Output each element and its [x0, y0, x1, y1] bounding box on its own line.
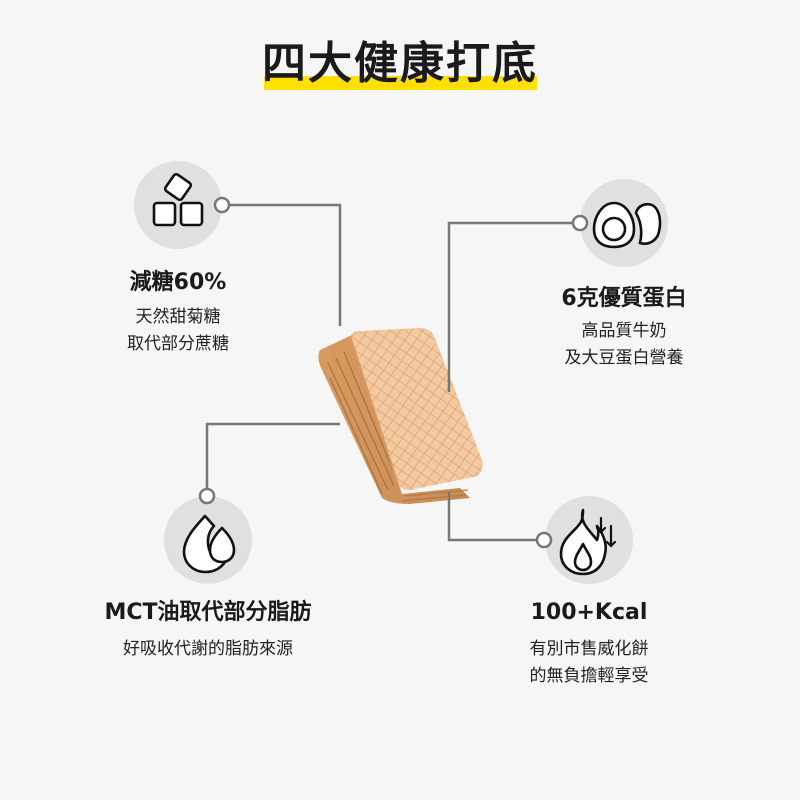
feature-heading: 100+Kcal: [530, 600, 648, 625]
oil-drops-icon: [182, 514, 236, 574]
egg-icon: [592, 201, 662, 249]
sugar-cubes-icon: [152, 172, 204, 227]
feature-description-line: 及大豆蛋白營養: [564, 348, 684, 368]
flame-down-arrows-icon: [559, 508, 617, 576]
feature-protein: 6克優質蛋白 高品質牛奶 及大豆蛋白營養: [524, 284, 724, 372]
feature-heading: 減糖60%: [129, 270, 227, 295]
sugar-icon-badge: [134, 161, 222, 249]
wafer-product-image: [318, 328, 483, 504]
feature-heading: MCT油取代部分脂肪: [104, 600, 312, 625]
feature-description-line: 天然甜菊糖: [135, 307, 221, 327]
protein-icon-badge: [580, 179, 668, 267]
title-highlight-bar: [264, 76, 537, 90]
feature-description-line: 好吸收代謝的脂肪來源: [123, 639, 293, 659]
feature-mct: MCT油取代部分脂肪 好吸收代謝的脂肪來源: [58, 598, 358, 663]
page-title: 四大健康打底: [262, 38, 538, 89]
feature-heading: 6克優質蛋白: [561, 286, 687, 311]
feature-sugar: 減糖60% 天然甜菊糖 取代部分蔗糖: [78, 268, 278, 358]
feature-description-line: 高品質牛奶: [581, 321, 667, 341]
feature-description-line: 有別市售威化餅: [529, 639, 649, 659]
feature-description-line: 的無負擔輕享受: [529, 666, 649, 686]
feature-description-line: 取代部分蔗糖: [127, 334, 229, 354]
calories-icon-badge: [545, 496, 633, 584]
mct-icon-badge: [164, 496, 252, 584]
feature-calories: 100+Kcal 有別市售威化餅 的無負擔輕享受: [489, 598, 689, 690]
